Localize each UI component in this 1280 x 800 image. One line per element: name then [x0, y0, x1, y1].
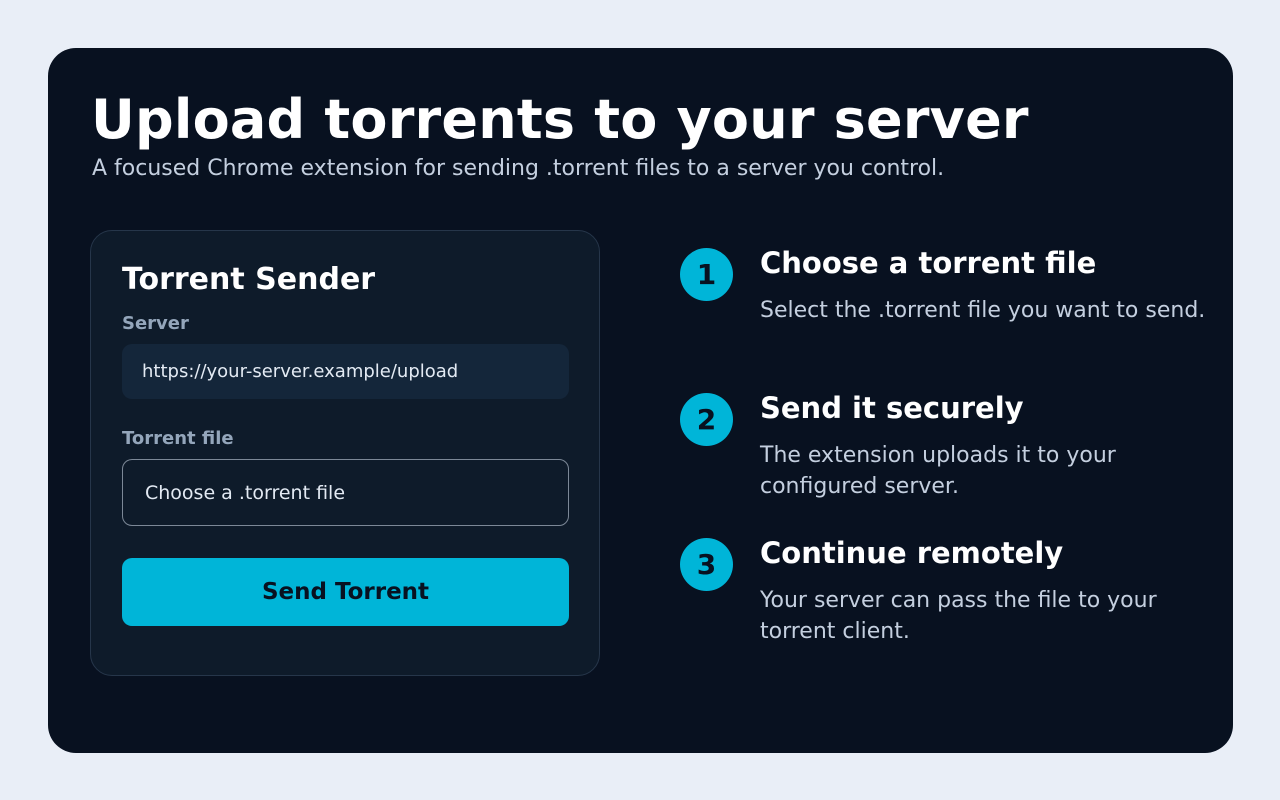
step-number-badge: 3 [680, 538, 733, 591]
step-title: Send it securely [760, 391, 1024, 425]
step-description: The extension uploads it to your configu… [760, 443, 1116, 499]
page-title: Upload torrents to your server [91, 88, 1029, 151]
send-torrent-button[interactable]: Send Torrent [122, 558, 569, 626]
page-subtitle: A focused Chrome extension for sending .… [92, 156, 945, 181]
server-input[interactable] [122, 344, 569, 399]
step-description: Your server can pass the file to your to… [760, 588, 1157, 644]
file-picker-label: Choose a .torrent file [145, 481, 346, 504]
panel-title: Torrent Sender [122, 262, 376, 297]
step-number-badge: 1 [680, 248, 733, 301]
step-description: Select the .torrent file you want to sen… [760, 298, 1206, 323]
step-title: Choose a torrent file [760, 246, 1097, 280]
step-title: Continue remotely [760, 536, 1064, 570]
torrent-file-label: Torrent file [122, 428, 234, 449]
file-picker-button[interactable]: Choose a .torrent file [122, 459, 569, 526]
server-label: Server [122, 313, 189, 334]
step-number-badge: 2 [680, 393, 733, 446]
